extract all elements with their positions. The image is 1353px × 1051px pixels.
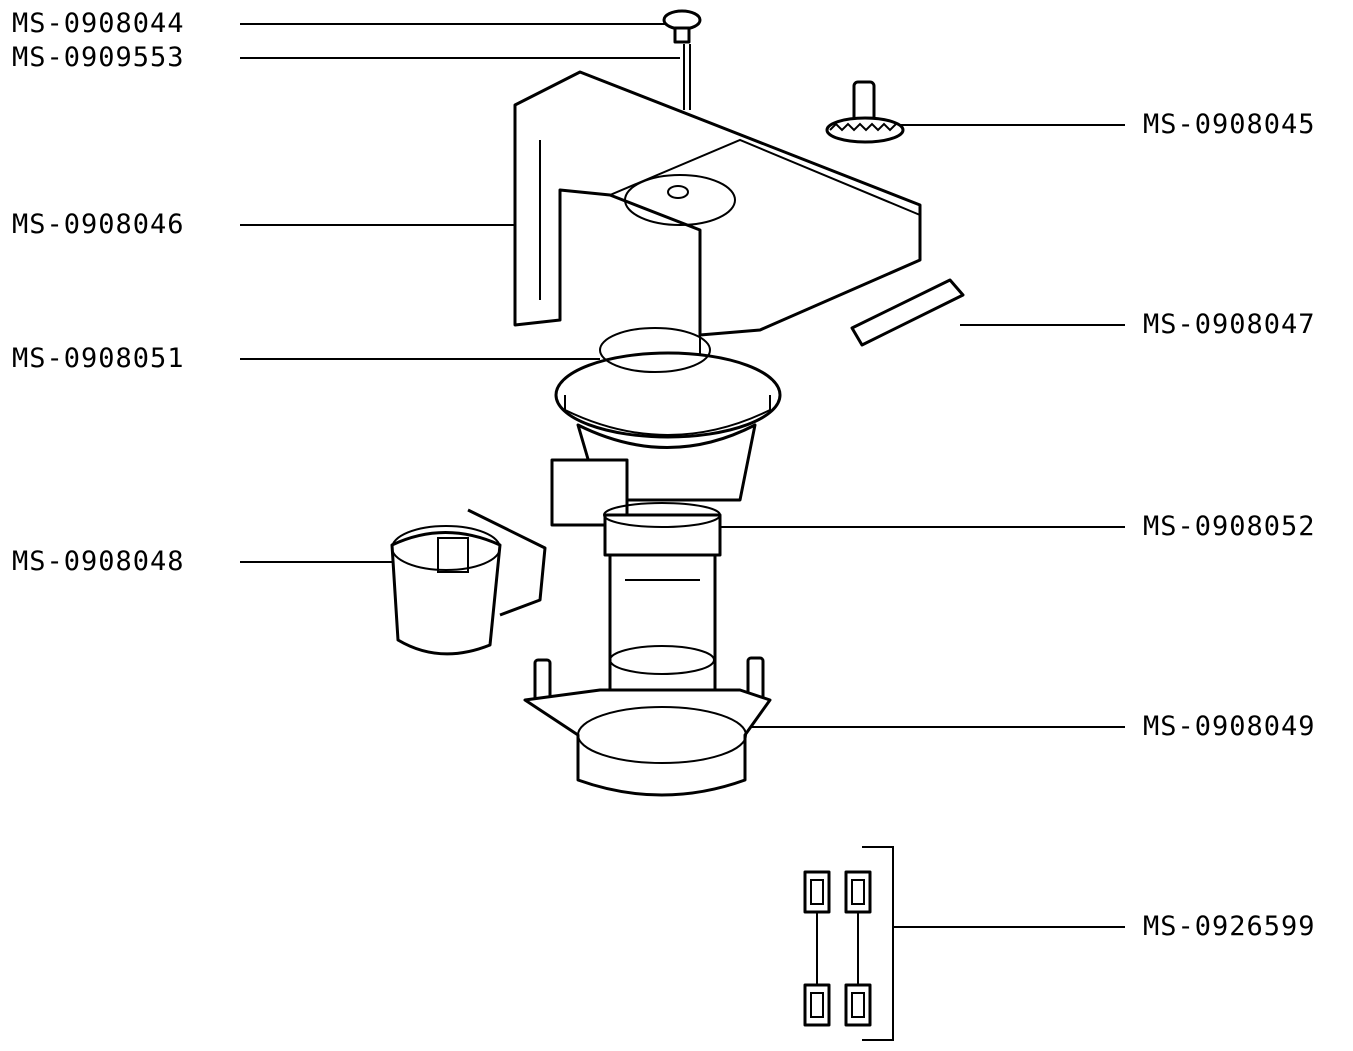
- label-ms-0908047: MS-0908047: [1143, 309, 1316, 340]
- connector-wire-set-part: [803, 846, 894, 1041]
- small-gear-part: [825, 80, 905, 144]
- leader-lines: [240, 23, 1125, 928]
- label-ms-0909553: MS-0909553: [12, 42, 185, 73]
- knob-cap-part: [662, 9, 702, 44]
- label-ms-0908044: MS-0908044: [12, 8, 185, 39]
- roller-part: [850, 278, 965, 347]
- label-ms-0908051: MS-0908051: [12, 343, 185, 374]
- label-ms-0908049: MS-0908049: [1143, 711, 1316, 742]
- cup-part: [390, 508, 547, 656]
- label-ms-0908045: MS-0908045: [1143, 109, 1316, 140]
- label-ms-0908052: MS-0908052: [1143, 511, 1316, 542]
- label-ms-0908046: MS-0908046: [12, 209, 185, 240]
- label-ms-0908048: MS-0908048: [12, 546, 185, 577]
- label-ms-0926599: MS-0926599: [1143, 911, 1316, 942]
- shaft-part: [683, 44, 691, 110]
- housing-shell-part: [513, 70, 922, 420]
- base-part: [523, 656, 772, 797]
